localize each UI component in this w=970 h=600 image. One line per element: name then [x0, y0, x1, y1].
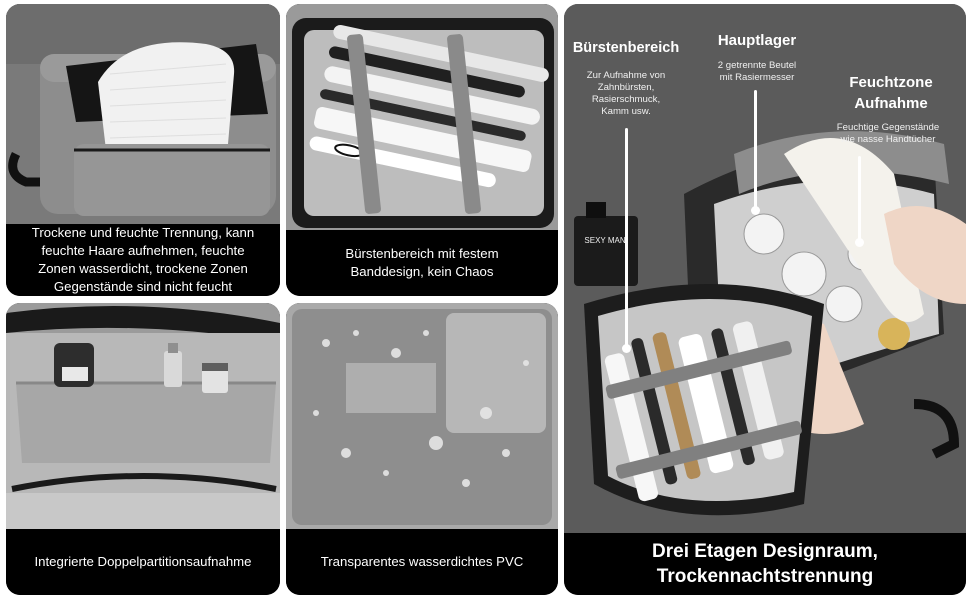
- section-desc-brush: Zur Aufnahme von Zahnbürsten, Rasierschm…: [576, 70, 676, 118]
- partition-illustration: [6, 303, 280, 529]
- feature-tile-double-partition: Integrierte Doppelpartitionsaufnahme: [6, 303, 280, 595]
- caption-line: Trockennachtstrennung: [656, 566, 874, 587]
- feature-tile-brush-area: Bürstenbereich mit festem Banddesign, ke…: [286, 4, 558, 296]
- pointer-wet: [855, 156, 864, 247]
- desc-line: mit Rasiermesser: [719, 72, 795, 83]
- feature-tile-three-tier: SEXY MAN Bürstenbereich Zur Aufnahme von…: [564, 4, 966, 595]
- caption-dry-wet: Trockene und feuchte Trennung, kann feuc…: [6, 224, 280, 296]
- feature-tile-dry-wet: Trockene und feuchte Trennung, kann feuc…: [6, 4, 280, 296]
- bag-photo-brush-area: [286, 4, 558, 230]
- desc-line: Kamm usw.: [601, 106, 651, 117]
- caption-double-partition: Integrierte Doppelpartitionsaufnahme: [6, 529, 280, 595]
- caption-line: Drei Etagen Designraum,: [652, 541, 878, 562]
- desc-line: Rasierschmuck,: [591, 94, 661, 105]
- bag-photo-transparent-pvc: [286, 303, 558, 529]
- caption-line: Integrierte Doppelpartitionsaufnahme: [34, 554, 252, 569]
- section-desc-main: 2 getrennte Beutel mit Rasiermesser: [700, 60, 814, 84]
- caption-line: Zonen wasserdicht, trockene Zonen: [38, 261, 248, 276]
- brush-compartment-illustration: [286, 4, 558, 230]
- perfume-label-text: SEXY MAN: [584, 236, 626, 245]
- caption-transparent-pvc: Transparentes wasserdichtes PVC: [286, 529, 558, 595]
- section-title-brush: Bürstenbereich: [572, 40, 680, 56]
- bag-illustration: [6, 4, 280, 224]
- desc-line: 2 getrennte Beutel: [717, 60, 797, 71]
- caption-three-tier: Drei Etagen Designraum, Trockennachtstre…: [564, 533, 966, 595]
- caption-line: Bürstenbereich mit festem: [345, 246, 499, 261]
- open-bag-illustration: [564, 4, 966, 534]
- desc-line: Feuchtige Gegenstände: [836, 122, 940, 133]
- title-line: Aufnahme: [854, 95, 928, 112]
- caption-line: Transparentes wasserdichtes PVC: [320, 554, 524, 569]
- pointer-main: [751, 90, 760, 215]
- desc-line: Zahnbürsten,: [597, 82, 655, 93]
- section-title-wet: Feuchtzone Aufnahme: [820, 72, 962, 114]
- feature-tile-transparent-pvc: Transparentes wasserdichtes PVC: [286, 303, 558, 595]
- desc-line: wie nasse Handtücher: [840, 134, 936, 145]
- pointer-brush: [622, 128, 631, 353]
- bag-photo-double-partition: [6, 303, 280, 529]
- title-line: Feuchtzone: [849, 74, 933, 91]
- perfume-label: SEXY MAN: [578, 236, 632, 245]
- section-desc-wet: Feuchtige Gegenstände wie nasse Handtüch…: [808, 122, 966, 146]
- caption-line: Banddesign, kein Chaos: [350, 264, 494, 279]
- pvc-illustration: [286, 303, 558, 529]
- caption-brush-area: Bürstenbereich mit festem Banddesign, ke…: [286, 230, 558, 296]
- section-title-main: Hauptlager: [717, 32, 797, 49]
- caption-line: Gegenstände sind nicht feucht: [53, 279, 233, 294]
- caption-line: feuchte Haare aufnehmen, feuchte: [41, 243, 245, 258]
- desc-line: Zur Aufnahme von: [586, 70, 666, 81]
- caption-line: Trockene und feuchte Trennung, kann: [31, 225, 255, 240]
- bag-photo-dry-wet: [6, 4, 280, 224]
